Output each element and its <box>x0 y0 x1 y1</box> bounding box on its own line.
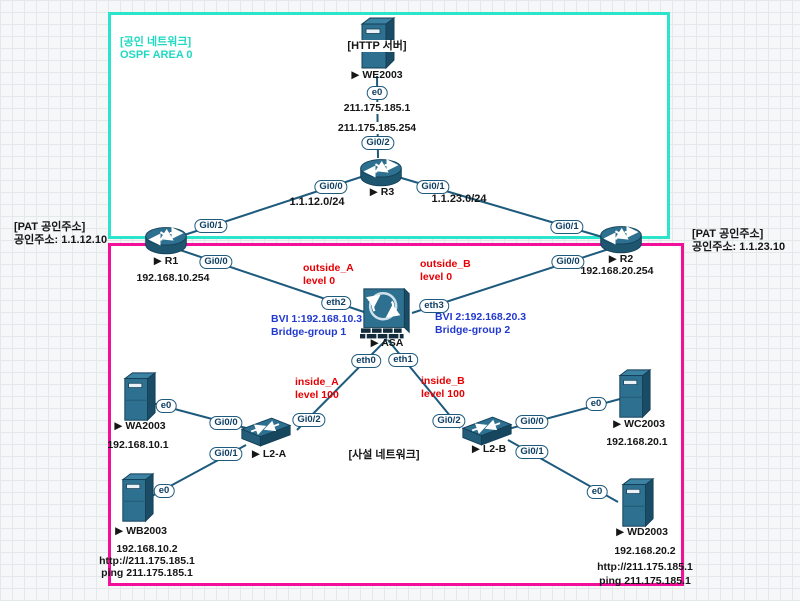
label-line: Bridge-group 1 <box>271 325 347 338</box>
label-line: inside_A <box>295 376 339 388</box>
wb2003-server-icon[interactable] <box>117 472 157 525</box>
l2b-name: ▶ L2-B <box>471 443 507 455</box>
wd2003-name: ▶ WD2003 <box>616 526 668 538</box>
wd2003-http: http://211.175.185.1 <box>597 561 693 573</box>
port-badge-r1-gi0-1: Gi0/1 <box>194 219 228 233</box>
inside-a-label: inside_A level 100 <box>295 376 339 401</box>
label-line: level 0 <box>420 270 453 283</box>
wa2003-name: ▶ WA2003 <box>114 420 166 432</box>
label-line: BVI 2:192.168.20.3 <box>435 311 527 323</box>
asa-firewall-icon[interactable] <box>360 284 414 340</box>
port-badge-l2a-gi0-0: Gi0/0 <box>209 416 243 430</box>
wc2003-server-icon[interactable] <box>614 368 654 421</box>
wa2003-ip: 192.168.10.1 <box>107 439 169 451</box>
private-region-label: [사설 네트워크] <box>348 449 420 461</box>
port-badge-r2-gi0-0: Gi0/0 <box>551 255 585 269</box>
r3-router-icon[interactable] <box>357 156 405 188</box>
port-badge-wd2003-e0: e0 <box>586 485 608 499</box>
label-line: 공인주소: 1.1.12.10 <box>14 233 108 246</box>
label-line: [공인 네트워크] <box>120 36 192 48</box>
we2003-name: ▶ WE2003 <box>351 69 403 81</box>
port-badge-l2b-gi0-1: Gi0/1 <box>515 445 549 459</box>
wd2003-server-icon[interactable] <box>617 477 657 530</box>
bvi1-label: BVI 1:192.168.10.3 Bridge-group 1 <box>271 313 362 338</box>
port-badge-wa2003-e0: e0 <box>155 399 177 413</box>
port-badge-l2b-gi0-2: Gi0/2 <box>432 414 466 428</box>
port-badge-l2b-gi0-0: Gi0/0 <box>515 415 549 429</box>
wd2003-ip: 192.168.20.2 <box>614 545 676 557</box>
label-line: level 100 <box>295 388 339 401</box>
net-1-1-23-label: 1.1.23.0/24 <box>431 193 487 205</box>
label-line: [PAT 공인주소] <box>14 221 86 233</box>
l2a-name: ▶ L2-A <box>251 448 287 460</box>
r2-ip: 192.168.20.254 <box>580 265 654 277</box>
label-line: 공인주소: 1.1.23.10 <box>692 240 786 253</box>
r1-name: ▶ R1 <box>153 255 179 267</box>
wc2003-ip: 192.168.20.1 <box>606 436 668 448</box>
outside-b-label: outside_B level 0 <box>420 258 471 283</box>
label-line: inside_B <box>421 375 465 387</box>
port-badge-r2-gi0-1: Gi0/1 <box>550 220 584 234</box>
bvi2-label: BVI 2:192.168.20.3 Bridge-group 2 <box>435 311 526 336</box>
label-line: level 0 <box>303 274 336 287</box>
port-badge-asa-eth0: eth0 <box>351 354 381 368</box>
r1-router-icon[interactable] <box>142 224 190 256</box>
r2-name: ▶ R2 <box>608 253 634 265</box>
r1-ip: 192.168.10.254 <box>136 272 210 284</box>
wb2003-name: ▶ WB2003 <box>115 525 167 537</box>
wc2003-name: ▶ WC2003 <box>613 418 665 430</box>
label-line: Bridge-group 2 <box>435 323 511 336</box>
label-line: [PAT 공인주소] <box>692 228 764 240</box>
public-region-label: [공인 네트워크] OSPF AREA 0 <box>120 36 193 61</box>
port-badge-l2a-gi0-1: Gi0/1 <box>209 447 243 461</box>
port-badge-r3-gi0-1: Gi0/1 <box>416 180 450 194</box>
l2a-switch-icon[interactable] <box>240 413 292 451</box>
port-badge-we2003-e0: e0 <box>366 86 388 100</box>
we2003-ip: 211.175.185.1 <box>340 102 414 114</box>
wd2003-ping: ping 211.175.185.1 <box>599 575 691 587</box>
we2003-gateway-ip: 211.175.185.254 <box>334 122 420 134</box>
port-badge-asa-eth3: eth3 <box>419 299 449 313</box>
label-line: level 100 <box>421 387 465 400</box>
label-line: outside_A <box>303 262 354 274</box>
wa2003-server-icon[interactable] <box>119 371 159 424</box>
port-badge-r1-gi0-0: Gi0/0 <box>199 255 233 269</box>
label-line: BVI 1:192.168.10.3 <box>271 313 363 325</box>
net-1-1-12-label: 1.1.12.0/24 <box>289 196 345 208</box>
port-badge-r3-gi0-0: Gi0/0 <box>314 180 348 194</box>
port-badge-asa-eth2: eth2 <box>321 296 351 310</box>
pat-annotation-right: [PAT 공인주소] 공인주소: 1.1.23.10 <box>692 228 785 253</box>
pat-annotation-left: [PAT 공인주소] 공인주소: 1.1.12.10 <box>14 221 107 246</box>
r2-router-icon[interactable] <box>597 223 645 255</box>
port-badge-asa-eth1: eth1 <box>388 353 418 367</box>
outside-a-label: outside_A level 0 <box>303 262 354 287</box>
r3-name: ▶ R3 <box>369 186 395 198</box>
asa-name: ▶ ASA <box>370 337 404 349</box>
label-line: OSPF AREA 0 <box>120 48 193 61</box>
we2003-title: [HTTP 서버] <box>344 40 410 52</box>
wb2003-ping: ping 211.175.185.1 <box>101 567 193 579</box>
port-badge-l2a-gi0-2: Gi0/2 <box>292 413 326 427</box>
inside-b-label: inside_B level 100 <box>421 375 465 400</box>
port-badge-wc2003-e0: e0 <box>585 397 607 411</box>
port-badge-r3-gi0-2: Gi0/2 <box>361 136 395 150</box>
wb2003-ip: 192.168.10.2 <box>116 543 178 555</box>
wb2003-http: http://211.175.185.1 <box>99 555 195 567</box>
label-line: outside_B <box>420 258 471 270</box>
port-badge-wb2003-e0: e0 <box>153 484 175 498</box>
